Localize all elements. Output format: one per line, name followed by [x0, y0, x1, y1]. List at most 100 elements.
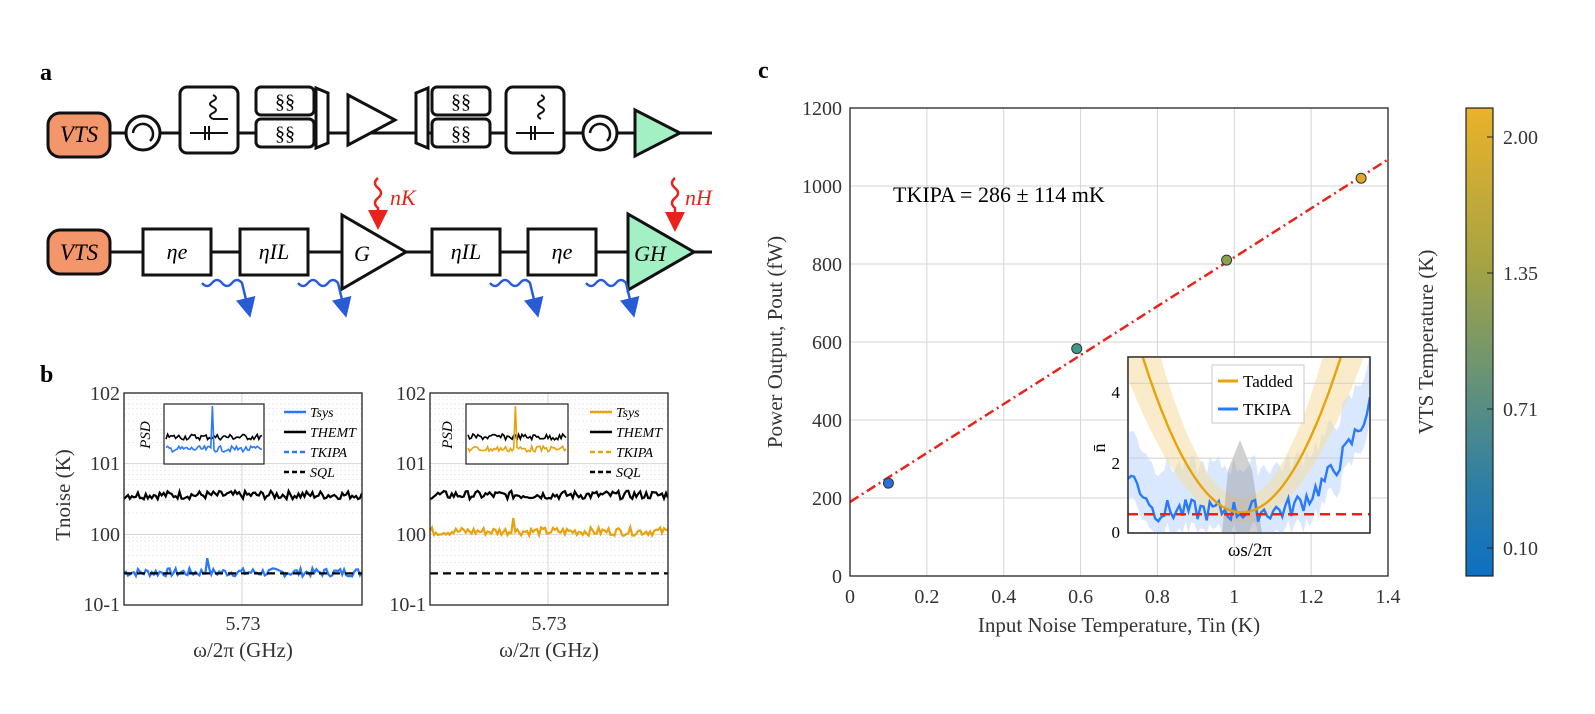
series-themt — [430, 488, 668, 503]
eta-e-label-1: ηe — [167, 239, 188, 264]
inset-ylabel: n̄ — [1089, 444, 1109, 453]
colorbar-label: VTS Temperature (K) — [1414, 250, 1438, 435]
panel-c-ylabel: Power Output, Pout (fW) — [763, 236, 787, 448]
vts-label-bottom: VTS — [60, 240, 99, 265]
hemt-gain-label: GH — [634, 241, 667, 266]
panel-c-inset: Tadded TKIPA — [1127, 356, 1371, 534]
legend-label-sql: SQL — [616, 466, 641, 481]
inset-ytick-2: 2 — [1112, 454, 1121, 473]
data-point — [1071, 343, 1083, 355]
panel-b-right-ytick-0: 10-1 — [389, 594, 426, 616]
svg-text:§§: §§ — [451, 123, 471, 145]
noise-h-arrow-icon — [665, 177, 685, 232]
panel-c-xtick: 0.8 — [1145, 586, 1170, 608]
panel-c-xtick: 0 — [845, 586, 855, 608]
noise-k-label: nK — [390, 185, 417, 210]
loss-arrow-icon — [585, 278, 640, 318]
svg-text:§§: §§ — [451, 91, 471, 113]
panel-c-ytick: 600 — [812, 332, 842, 354]
legend-label-sql: SQL — [310, 466, 335, 481]
panel-label-a: a — [40, 60, 52, 86]
colorbar-tick-3: 0.10 — [1503, 538, 1538, 560]
inset-ytick-0: 0 — [1112, 523, 1121, 542]
eta-e-label-2: ηe — [552, 239, 573, 264]
panel-c-ytick: 1200 — [802, 98, 842, 120]
eta-il-box-1 — [238, 227, 310, 277]
series-tsys — [430, 517, 668, 539]
legend-label-themt: THEMT — [616, 426, 663, 441]
data-point — [1221, 254, 1233, 266]
data-point — [1355, 172, 1367, 184]
data-point — [882, 477, 894, 489]
series-themt — [124, 487, 362, 502]
eta-il-label-2: ηIL — [451, 239, 481, 264]
fit-line — [849, 158, 1389, 503]
eta-e-box-1 — [141, 227, 213, 277]
panel-c-xtick: 0.4 — [991, 586, 1016, 608]
psd-trace — [165, 405, 263, 454]
hemt-amp-icon — [633, 107, 684, 159]
panel-b-left-ytick-2: 101 — [90, 453, 120, 475]
panel-c-xlabel: Input Noise Temperature, Tin (K) — [978, 613, 1260, 637]
colorbar-tick-0: 2.00 — [1503, 127, 1538, 149]
inset-legend — [1211, 364, 1305, 424]
resonator-box-2 — [504, 85, 566, 155]
legend-label-tkipa: TKIPA — [310, 446, 348, 461]
panel-label-b: b — [40, 362, 53, 388]
panel-c-xtick: 1.4 — [1376, 586, 1401, 608]
legend-label-tsys: Tsys — [616, 406, 640, 421]
panel-c-ytick: 0 — [832, 566, 842, 588]
resonator-box-1 — [178, 85, 240, 155]
tadded-line — [1141, 357, 1343, 514]
hemt-gain-triangle — [626, 211, 698, 293]
series-tsys — [124, 557, 362, 580]
loss-arrow-icon — [489, 278, 544, 318]
vts-label-top: VTS — [60, 122, 99, 147]
vts-source-top — [46, 111, 112, 159]
tadded-band — [1128, 357, 1364, 523]
eta-il-box-2 — [430, 227, 502, 277]
panel-b-right-xtick: 5.73 — [532, 613, 567, 635]
inset-ytick-4: 4 — [1112, 383, 1121, 402]
panel-c-ytick: 1000 — [802, 176, 842, 198]
svg-text:§§: §§ — [275, 123, 295, 145]
panel-a-circuit: VTS §§ §§ §§ §§ — [46, 85, 713, 318]
panel-c-xtick: 0.2 — [914, 586, 939, 608]
inset-xlabel: ωs/2π — [1228, 540, 1273, 561]
legend-label-tsys: Tsys — [310, 406, 334, 421]
panel-b-right-ytick-3: 102 — [396, 383, 426, 405]
panel-b-ylabel: Tnoise (K) — [51, 449, 75, 541]
vts-source-bottom — [46, 228, 112, 276]
panel-b-left-ytick-1: 100 — [90, 524, 120, 546]
svg-text:§§: §§ — [275, 91, 295, 113]
panel-b-left-ytick-0: 10-1 — [83, 594, 120, 616]
loss-arrow-icon — [201, 278, 256, 318]
inset-legend-tkipa: TKIPA — [1243, 400, 1292, 419]
eta-il-label-1: ηIL — [259, 239, 289, 264]
noise-h-label: nH — [685, 185, 713, 210]
psd-label-left: PSD — [138, 421, 154, 450]
panel-c-ytick: 800 — [812, 254, 842, 276]
panel-b-left-ytick-3: 102 — [90, 383, 120, 405]
tkipa-line — [1128, 396, 1370, 523]
colorbar-tick-1: 1.35 — [1503, 263, 1538, 285]
legend-label-themt: THEMT — [310, 426, 357, 441]
panel-c-xtick: 1.2 — [1299, 586, 1324, 608]
panel-c-ytick: 400 — [812, 410, 842, 432]
fit-annotation: TKIPA = 286 ± 114 mK — [893, 182, 1105, 207]
panel-b-left-xlabel: ω/2π (GHz) — [193, 638, 293, 662]
psd-label-right: PSD — [440, 421, 456, 450]
circulator-icon — [581, 114, 619, 152]
kipa-gain-label: G — [354, 241, 370, 266]
eta-e-box-2 — [526, 227, 598, 277]
panel-b-right-ytick-2: 101 — [396, 453, 426, 475]
panel-b-left-xtick: 5.73 — [226, 613, 261, 635]
panel-b-right-xlabel: ω/2π (GHz) — [499, 638, 599, 662]
circulator-icon — [124, 114, 162, 152]
panel-c-xtick: 1 — [1229, 586, 1239, 608]
panel-c-ytick: 200 — [812, 488, 842, 510]
panel-b-right-ytick-1: 100 — [396, 524, 426, 546]
